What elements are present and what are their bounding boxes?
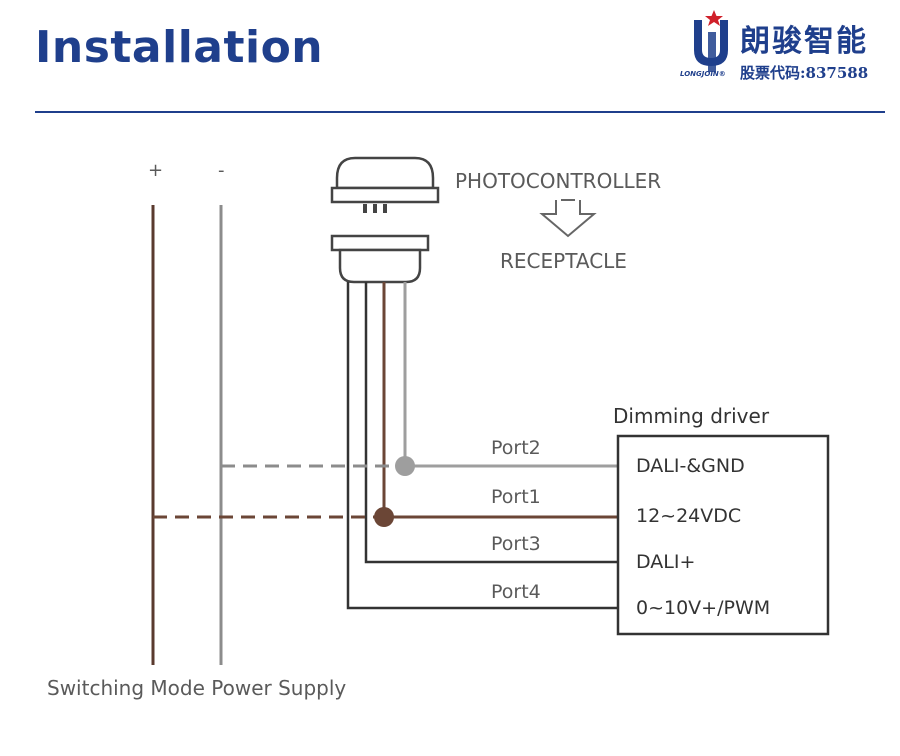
positive-terminal-label: + [148,160,163,181]
logo-chinese-name: 朗骏智能 [740,24,868,59]
port-label-4: Port4 [491,581,541,603]
port-label-2: Port2 [491,437,541,459]
wire-port4 [346,282,618,610]
company-logo: 朗骏智能 股票代码:837588 LONGJOIN® [680,10,890,90]
wire-port3 [364,282,618,564]
port-label-3: Port3 [491,533,541,555]
terminal-dimming: 0~10V+/PWM [636,597,770,619]
photocontroller-icon [330,156,440,213]
dimming-driver-box [616,434,830,636]
page-title: Installation [35,22,324,73]
longjoin-logo-icon [694,10,728,72]
receptacle-icon [330,234,430,284]
logo-stock-code: 股票代码:837588 [740,64,869,82]
header-divider [35,111,885,113]
junction-port1 [374,507,394,527]
wire-port1 [382,282,618,519]
driver-title: Dimming driver [613,404,770,428]
terminal-power: 12~24VDC [636,505,741,527]
power-supply-label: Switching Mode Power Supply [47,676,346,700]
logo-brand-text: LONGJOIN® [680,70,726,78]
port-label-1: Port1 [491,486,541,508]
photocontroller-label: PHOTOCONTROLLER [455,169,661,193]
terminal-dali-plus: DALI+ [636,551,695,573]
terminal-dali-gnd: DALI-&GND [636,455,745,477]
down-arrow-icon [539,199,597,238]
junction-port2 [395,456,415,476]
receptacle-label: RECEPTACLE [500,249,627,273]
negative-terminal-label: - [218,160,225,181]
